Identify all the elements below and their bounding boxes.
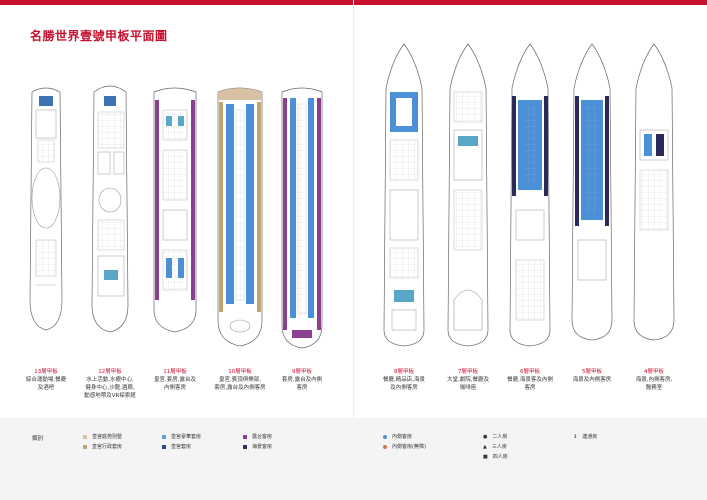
legend-item-deluxe-suite: 皇宮豪華套房 [162, 433, 201, 440]
deck-12-desc: 水上活動,水療中心, 健身中心,沙龍,酒廊, 動感地帶及VR探索館 [84, 377, 136, 399]
legend-item-sea-view: 海景客房 [243, 443, 272, 450]
deck-6-label: 6層甲板 餐廳,海景客及內側 客房 [499, 368, 561, 392]
deck-12-plan[interactable] [91, 85, 129, 333]
deck-6-number: 6層甲板 [520, 369, 540, 375]
deck-7-label: 7層甲板 大堂,劇院,餐廳及 咖啡座 [437, 368, 499, 392]
deck-13-plan[interactable] [29, 87, 63, 331]
deck-8-number: 8層甲板 [394, 369, 414, 375]
deck-5-number: 5層甲板 [582, 369, 602, 375]
deck-12-label: 12層甲板 水上活動,水療中心, 健身中心,沙龍,酒廊, 動感地帶及VR探索館 [79, 368, 141, 400]
sea-view-swatch [243, 444, 247, 449]
deck-9-cabins-right [308, 98, 314, 318]
deluxe-suite-swatch [162, 434, 166, 439]
deck-6-desc: 餐廳,海景客及內側 客房 [507, 377, 553, 391]
deck-7-desc: 大堂,劇院,餐廳及 咖啡座 [447, 377, 489, 391]
legend-item-villa: 皇宮庭苑別墅 [83, 433, 122, 440]
deck-5-label: 5層甲板 海景及內側客房 [561, 368, 623, 384]
deck-4-label: 4層甲板 海景,內側客房, 醫務室 [623, 368, 685, 392]
deck-13-cabin-block [39, 96, 53, 106]
legend-connecting-room: ↕連通房 [573, 434, 598, 440]
palace-suite-swatch [162, 444, 166, 449]
deck-plans-svg [29, 43, 675, 349]
deck-7-number: 7層甲板 [458, 369, 478, 375]
deck-10-villa [218, 88, 262, 100]
legend-symbol-quad: ■四人房 [483, 454, 508, 460]
deck-12-number: 12層甲板 [98, 369, 122, 375]
deck-13-label: 13層甲板 綜合運動場,餐廳 及酒吧 [15, 368, 77, 392]
inside-swatch [383, 434, 387, 439]
deck-10-number: 10層甲板 [228, 369, 252, 375]
legend-item-exec-suite: 皇宮行政套房 [83, 443, 122, 450]
deck-9-desc: 套房,露台及內側 客房 [281, 377, 323, 391]
balcony-swatch [243, 434, 247, 439]
deck-4-number: 4層甲板 [644, 369, 664, 375]
deck-4-desc: 海景,內側客房, 醫務室 [635, 377, 673, 391]
deck-9-label: 9層甲板 套房,露台及內側 客房 [271, 368, 333, 392]
page-title: 名勝世界壹號甲板平面圖 [30, 29, 168, 43]
legend-title: 類別 [32, 436, 44, 442]
deck-12-pool [98, 187, 122, 213]
deck-8-label: 8層甲板 餐廳,精品店,海景 及內側客房 [373, 368, 435, 392]
deck-10-plan[interactable] [217, 87, 263, 347]
deck-9-number: 9層甲板 [292, 369, 312, 375]
legend-item-inside-accessible: 內側客房(無障) [383, 443, 426, 450]
exec-suite-swatch [83, 444, 87, 449]
deck-11-balcony-left [155, 100, 159, 300]
deck-11-plan[interactable] [153, 87, 197, 333]
deck-7-theatre [453, 289, 483, 331]
deck-13-number: 13層甲板 [34, 369, 58, 375]
deck-6-plan[interactable] [509, 43, 551, 347]
deck-4-plan[interactable] [633, 43, 675, 341]
deck-12-cabin-block [104, 96, 116, 106]
deck-plans-area: 13層甲板 綜合運動場,餐廳 及酒吧 12層甲板 水上活動,水療中心, 健身中心… [26, 43, 675, 399]
villa-swatch [83, 434, 87, 439]
deck-8-desc: 餐廳,精品店,海景 及內側客房 [383, 377, 425, 391]
deck-11-label: 11層甲板 皇宮,套房,露台及 內側客房 [144, 368, 206, 392]
deck-7-plan[interactable] [447, 43, 489, 347]
legend-symbol-triple: ▲三人房 [483, 444, 507, 450]
deck-10-desc: 皇宮,賓頂俱樂部, 套房,露台及內側客房 [214, 377, 266, 391]
deck-5-desc: 海景及內側客房 [572, 377, 612, 383]
legend-item-balcony: 露台客房 [243, 433, 272, 440]
deck-13-sports-court [31, 167, 61, 229]
deck-13-desc: 綜合運動場,餐廳 及酒吧 [25, 377, 67, 391]
page-gutter [353, 0, 354, 500]
deck-9-cabins-left [290, 98, 296, 318]
deck-11-number: 11層甲板 [163, 369, 187, 375]
inside-accessible-swatch [383, 444, 387, 449]
deck-10-label: 10層甲板 皇宮,賓頂俱樂部, 套房,露台及內側客房 [209, 368, 271, 392]
deck-11-desc: 皇宮,套房,露台及 內側客房 [154, 377, 196, 391]
legend-panel: 類別 皇宮庭苑別墅 皇宮行政套房 皇宮豪華套房 皇宮套房 露台客房 海景客房 內… [0, 418, 707, 500]
deck-5-plan[interactable] [571, 43, 613, 341]
legend-item-inside: 內側客房 [383, 433, 412, 440]
legend-item-palace-suite: 皇宮套房 [162, 443, 191, 450]
deck-8-plan[interactable] [383, 43, 425, 347]
deck-10-suites-left [226, 104, 234, 304]
legend-symbol-double: ●二人房 [483, 434, 508, 440]
deck-9-plan[interactable] [281, 87, 323, 349]
deck-10-suites-right [246, 104, 254, 304]
deck-11-balcony-right [191, 100, 195, 300]
